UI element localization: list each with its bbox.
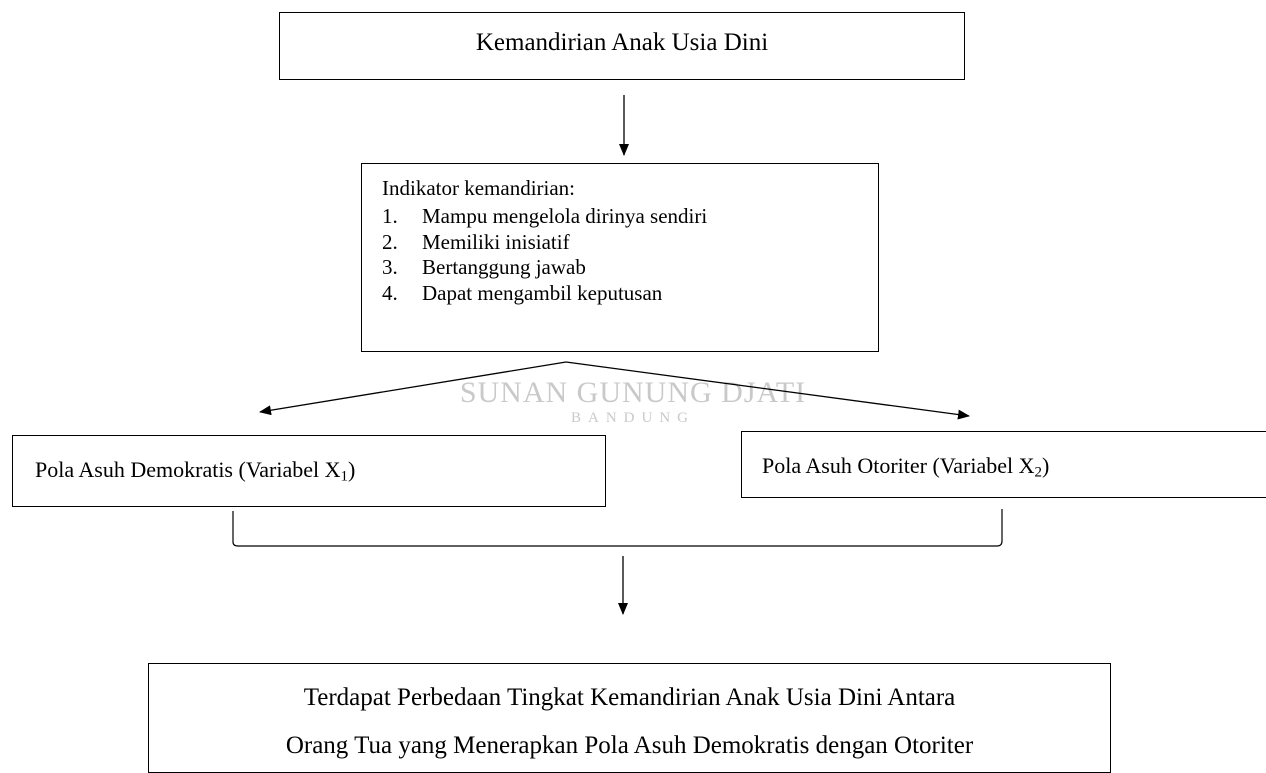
box-pola-asuh-demokratis: Pola Asuh Demokratis (Variabel X1)	[12, 435, 606, 507]
indicator-item-text: Dapat mengambil keputusan	[422, 280, 663, 305]
box-result-perbedaan: Terdapat Perbedaan Tingkat Kemandirian A…	[148, 663, 1111, 773]
x2-label-text: Pola Asuh Otoriter (Variabel X	[762, 453, 1035, 478]
indicator-item-text: Mampu mengelola dirinya sendiri	[422, 204, 708, 228]
box-pola-asuh-otoriter: Pola Asuh Otoriter (Variabel X2)	[741, 431, 1266, 498]
x1-label-close: )	[347, 457, 356, 482]
indicator-list: 1. Mampu mengelola dirinya sendiri 2. Memi…	[382, 204, 707, 306]
box-kemandirian-anak-usia-dini: Kemandirian Anak Usia Dini	[279, 12, 965, 80]
bracket-x1-x2	[232, 509, 1003, 547]
x2-label-close: )	[1041, 453, 1050, 478]
indicator-item: 1. Mampu mengelola dirinya sendiri	[382, 204, 707, 230]
box-top-text: Kemandirian Anak Usia Dini	[475, 29, 769, 56]
indicator-item: 4. Dapat mengambil keputusan	[382, 281, 707, 307]
box-indikator-kemandirian: Indikator kemandirian: 1. Mampu mengelola…	[361, 163, 879, 352]
result-line-2: Orang Tua yang Menerapkan Pola Asuh Demo…	[285, 732, 974, 759]
arrow-indicator-to-x2	[565, 361, 970, 420]
diagram-connectors	[232, 95, 1003, 615]
indicator-item-text: Bertanggung jawab	[422, 255, 586, 279]
x2-subscript: 2	[1034, 464, 1042, 481]
indicator-item-number: 1.	[382, 204, 398, 228]
x1-subscript: 1	[340, 468, 348, 485]
x1-label: Pola Asuh Demokratis (Variabel X1)	[35, 457, 356, 485]
result-line-1: Terdapat Perbedaan Tingkat Kemandirian A…	[303, 684, 956, 711]
indicator-item-number: 4.	[382, 280, 398, 305]
indicator-item: 3. Bertanggung jawab	[382, 255, 707, 281]
indicator-item-number: 3.	[382, 255, 398, 279]
x1-label-text: Pola Asuh Demokratis (Variabel X	[35, 457, 341, 482]
arrow-indicator-to-x1	[259, 361, 567, 416]
indicator-item-text: Memiliki inisiatif	[422, 229, 570, 254]
indicator-item-number: 2.	[382, 229, 398, 254]
indicator-title: Indikator kemandirian:	[382, 176, 576, 200]
indicator-item: 2. Memiliki inisiatif	[382, 230, 707, 256]
x2-label: Pola Asuh Otoriter (Variabel X2)	[762, 453, 1050, 481]
